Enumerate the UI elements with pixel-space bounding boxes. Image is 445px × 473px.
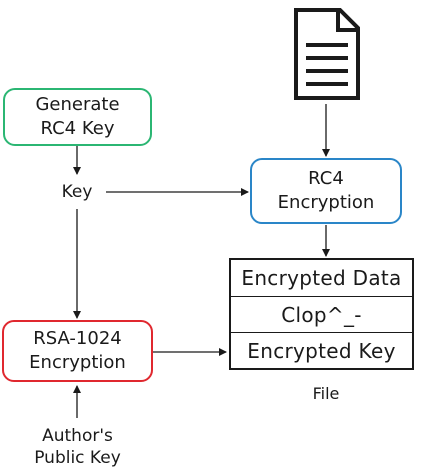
document-icon xyxy=(294,8,360,100)
generate-box-line2: RC4 Key xyxy=(40,118,115,139)
generate-rc4-key-box: Generate RC4 Key xyxy=(3,88,152,146)
author-public-key-label: Author's Public Key xyxy=(20,425,135,469)
generate-box-line1: Generate xyxy=(35,94,120,115)
file-row-encrypted-key: Encrypted Key xyxy=(231,332,412,368)
key-label: Key xyxy=(61,182,93,202)
rc4-box-line2: Encryption xyxy=(277,192,375,213)
file-label: File xyxy=(312,384,340,403)
rsa-box-line1: RSA-1024 xyxy=(33,328,122,349)
author-key-line2: Public Key xyxy=(34,448,121,468)
file-row-encrypted-data: Encrypted Data xyxy=(241,266,402,290)
author-key-line1: Author's xyxy=(42,426,113,446)
rsa-1024-encryption-box: RSA-1024 Encryption xyxy=(2,320,153,382)
rsa-box-line2: Encryption xyxy=(29,352,126,373)
rc4-encryption-box: RC4 Encryption xyxy=(250,158,402,224)
file-row-marker: Clop^_- xyxy=(231,296,412,332)
file-structure-table: Encrypted Data Clop^_- Encrypted Key xyxy=(229,258,414,370)
rc4-box-line1: RC4 xyxy=(308,168,344,189)
